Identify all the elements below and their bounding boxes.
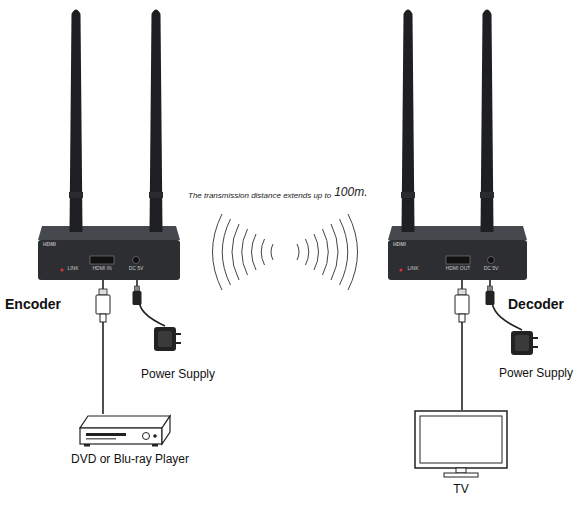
player-top [80, 416, 170, 428]
distance-note: The transmission distance extends up to [188, 192, 331, 201]
wave-arc [261, 239, 264, 265]
adapter-caption: Power Supply [141, 368, 215, 381]
brand-logo: HDMI [393, 242, 406, 248]
power-adapter: Power Supply [132, 326, 224, 384]
antenna-joint [69, 192, 83, 198]
device-caption: TV [453, 483, 468, 496]
wave-arc [297, 244, 299, 260]
tv-screen [420, 416, 502, 463]
display-device: TV [410, 410, 512, 498]
antenna-joint [149, 192, 163, 198]
hdmi-plug-body [455, 295, 469, 314]
hdmi-plug-relief [459, 314, 465, 322]
unit-title: Decoder [508, 297, 564, 312]
hdmi-plug-body [96, 295, 110, 314]
port-label: DC 5V [129, 266, 144, 272]
hdmi-port [446, 256, 470, 264]
adapter-prong [176, 342, 181, 344]
unit-title: Encoder [5, 297, 61, 312]
wave-arc [323, 229, 329, 275]
adapter-body [154, 327, 176, 351]
dc-plug-body [133, 291, 142, 305]
adapter-prong [533, 337, 538, 339]
indicator-label: LINK [67, 266, 78, 272]
device-front [388, 240, 527, 280]
wave-arc [306, 239, 309, 265]
antenna-joint [480, 192, 494, 198]
adapter-face [515, 335, 529, 351]
hdmi-plug-tip [458, 289, 466, 295]
wave-arc [252, 234, 257, 270]
adapter-prong [533, 346, 538, 348]
player-front [80, 428, 162, 444]
dc-plug-tip [488, 286, 493, 291]
dc-plug-body [486, 291, 495, 305]
decoder-unit: LINK HDMI OUT DC 5V [388, 240, 527, 280]
wave-arc [232, 224, 239, 280]
wireless-waves [213, 214, 358, 290]
power-adapter: Power Supply [492, 330, 580, 384]
port-label: DC 5V [484, 266, 499, 272]
tv-base [444, 473, 478, 477]
player-button [153, 434, 157, 438]
distance-value: 100m. [334, 186, 367, 199]
wave-arc [271, 244, 273, 260]
wave-arc [242, 229, 248, 275]
wave-arc [340, 219, 348, 285]
adapter-body [511, 331, 533, 355]
wave-arc [222, 219, 230, 285]
device-front [38, 240, 180, 280]
dc-jack [488, 257, 495, 264]
antenna [402, 10, 415, 233]
adapter-caption: Power Supply [499, 367, 573, 380]
dc-jack [133, 257, 140, 264]
antenna [70, 10, 83, 233]
source-device: DVD or Blu-ray Player [55, 414, 205, 468]
adapter-face [158, 331, 172, 347]
wave-arc [348, 214, 358, 290]
player-side [162, 416, 170, 444]
hdmi-port [90, 256, 114, 264]
port-label: HDMI OUT [446, 266, 471, 272]
port-label: HDMI IN [92, 266, 111, 272]
brand-logo: HDMI [43, 242, 56, 248]
player-foot [84, 444, 90, 447]
panel-line [86, 438, 116, 440]
indicator-label: LINK [407, 266, 418, 272]
antenna-joint [401, 192, 415, 198]
wave-arc [331, 224, 338, 280]
adapter-prong [176, 333, 181, 335]
wave-arc [213, 214, 223, 290]
status-led [399, 268, 402, 271]
disc-slot [86, 433, 126, 436]
antenna [481, 10, 494, 233]
tv-frame [415, 411, 507, 468]
tv-neck [456, 468, 466, 473]
hdmi-plug-tip [99, 289, 107, 295]
status-led [60, 268, 63, 271]
wave-arc [314, 234, 319, 270]
player-knob [143, 433, 150, 440]
device-caption: DVD or Blu-ray Player [71, 453, 189, 466]
encoder-unit: LINK HDMI IN DC 5V [38, 240, 180, 280]
player-foot [152, 444, 158, 447]
antenna [150, 10, 163, 233]
dc-plug-tip [135, 286, 140, 291]
hdmi-plug-relief [100, 314, 106, 322]
